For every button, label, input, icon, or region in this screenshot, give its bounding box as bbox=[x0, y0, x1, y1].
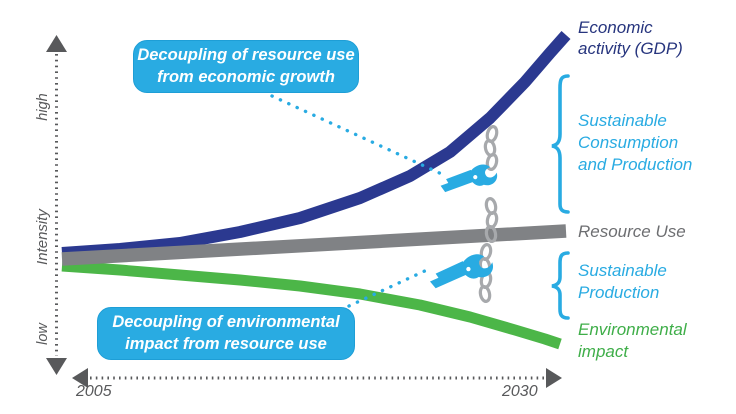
x-axis-end-year: 2030 bbox=[502, 383, 538, 400]
y-axis bbox=[46, 35, 67, 375]
sustainable-consumption-production-label: Sustainable Consumption and Production bbox=[578, 111, 693, 174]
pliers-icon bbox=[440, 164, 498, 193]
resource-use-label: Resource Use bbox=[578, 222, 686, 241]
arrow-down-icon bbox=[46, 358, 67, 375]
callout-decoupling-resource-use: Decoupling of resource use from economic… bbox=[133, 40, 359, 93]
arrow-left-icon bbox=[72, 368, 88, 388]
economic-activity-label: Economic activity (GDP) bbox=[578, 18, 683, 58]
x-axis bbox=[72, 368, 562, 388]
economic-activity-curve bbox=[61, 31, 571, 259]
pliers-icon bbox=[430, 254, 494, 289]
x-axis-start-year: 2005 bbox=[76, 383, 112, 400]
y-axis-title: Intensity bbox=[34, 209, 51, 265]
arrow-right-icon bbox=[546, 368, 562, 388]
environmental-impact-curve bbox=[61, 260, 562, 350]
arrow-up-icon bbox=[46, 35, 67, 52]
y-axis-high-label: high bbox=[35, 93, 51, 121]
sustainable-production-label: Sustainable Production bbox=[578, 261, 667, 302]
scp-bracket bbox=[551, 74, 570, 214]
environmental-impact-label: Environmental impact bbox=[578, 320, 687, 361]
callout-bottom-leader-dots bbox=[347, 267, 431, 308]
callout-top-leader-dots bbox=[270, 94, 448, 178]
sustainable-production-bracket bbox=[551, 251, 570, 320]
chain-icon bbox=[483, 125, 499, 244]
resource-use-line bbox=[61, 224, 567, 266]
callout-decoupling-environmental-impact: Decoupling of environmental impact from … bbox=[97, 307, 355, 360]
y-axis-low-label: low bbox=[35, 323, 51, 345]
